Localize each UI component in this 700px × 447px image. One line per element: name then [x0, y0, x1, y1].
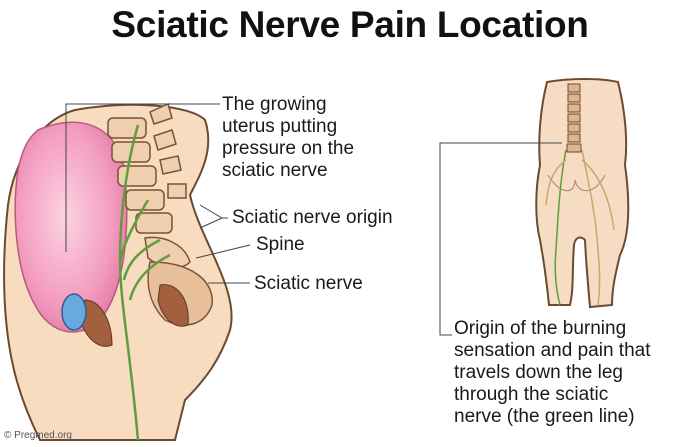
label-sciatic-nerve-origin: Sciatic nerve origin — [232, 207, 393, 228]
label-line: pressure on the — [222, 138, 355, 159]
label-sciatic-nerve: Sciatic nerve — [254, 273, 363, 294]
credit-watermark: © Pregmed.org — [4, 430, 72, 441]
label-line: nerve (the green line) — [454, 406, 635, 427]
label-line: Origin of the burning — [454, 318, 627, 339]
label-spine: Spine — [256, 234, 305, 255]
label-line: sensation and pain that — [454, 340, 651, 361]
leader-lines-left — [65, 103, 251, 284]
label-line: sciatic nerve — [222, 160, 328, 181]
label-line: The growing — [222, 94, 327, 115]
spine — [107, 102, 191, 269]
label-growing-uterus: The growing uterus putting pressure on t… — [222, 94, 354, 182]
sciatic-nerve-side — [118, 124, 171, 441]
muscle-left — [81, 299, 113, 347]
label-line: through the sciatic — [454, 384, 609, 405]
back-spine — [566, 83, 582, 153]
pregnant-side-view — [3, 102, 233, 441]
leader-line-right — [439, 142, 562, 336]
muscle-right — [157, 284, 189, 327]
sciatic-nerve-back — [545, 149, 615, 306]
bladder — [61, 293, 87, 331]
back-view — [535, 78, 630, 309]
label-pain-origin: Origin of the burning sensation and pain… — [454, 318, 651, 428]
label-line: uterus putting — [222, 116, 338, 137]
label-line: travels down the leg — [454, 362, 623, 383]
page-title: Sciatic Nerve Pain Location — [111, 4, 589, 45]
back-body — [535, 78, 630, 309]
